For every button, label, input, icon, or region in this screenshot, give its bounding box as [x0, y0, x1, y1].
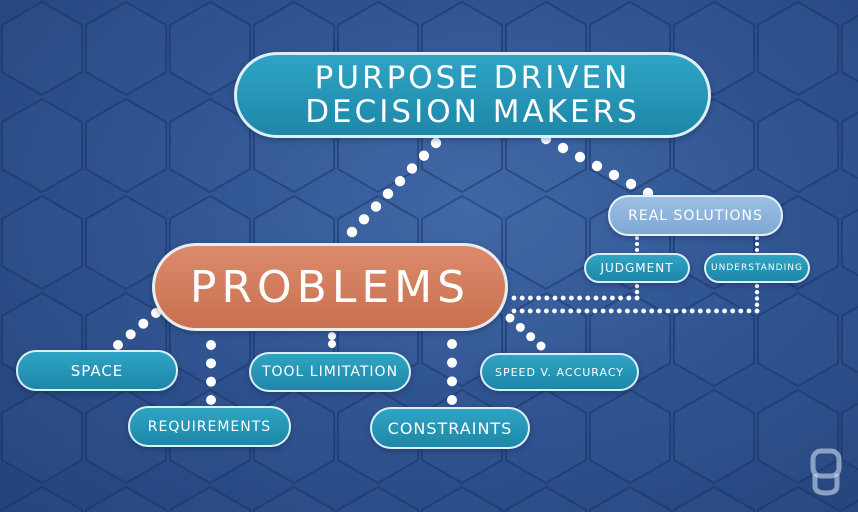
university-logo-icon: [810, 448, 842, 496]
speed-v-accuracy-node: SPEED V. ACCURACY: [480, 353, 639, 391]
purpose-node-line-1: PURPOSE DRIVEN: [314, 60, 631, 96]
space-node: SPACE: [16, 350, 178, 391]
requirements-node: REQUIREMENTS: [128, 406, 291, 447]
real-solutions-node: REAL SOLUTIONS: [608, 195, 783, 236]
problems-node: PROBLEMS: [152, 243, 508, 331]
judgment-node: JUDGMENT: [584, 253, 690, 283]
understanding-node: UNDERSTANDING: [704, 253, 810, 283]
purpose-driven-decision-makers-node: PURPOSE DRIVEN DECISION MAKERS: [234, 52, 711, 138]
constraints-node: CONSTRAINTS: [370, 407, 530, 449]
purpose-node-line-2: DECISION MAKERS: [305, 94, 640, 130]
tool-limitation-node: TOOL LIMITATION: [249, 352, 411, 392]
